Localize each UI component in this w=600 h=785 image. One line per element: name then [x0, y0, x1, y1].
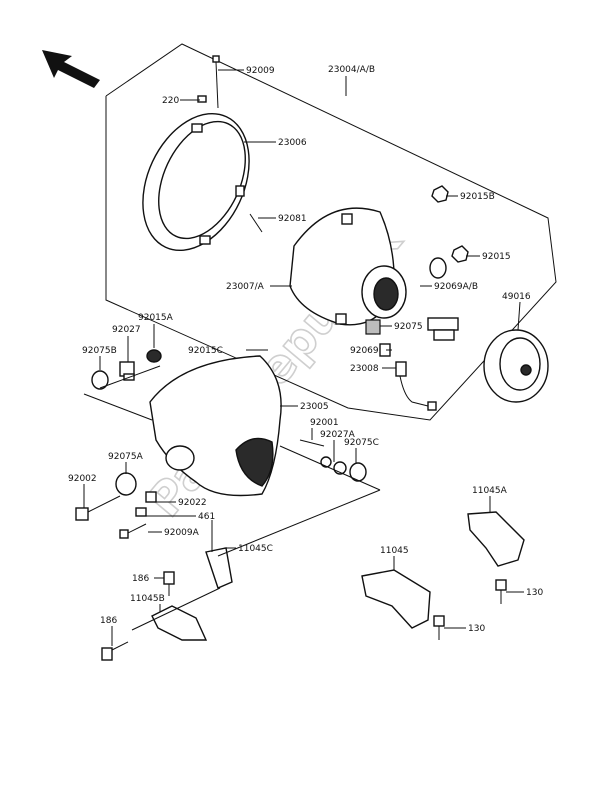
- wire-harness: [395, 361, 437, 411]
- callout-92027A: 92027A: [320, 430, 356, 440]
- headlight-housing: [149, 355, 282, 497]
- bolt-186-lower: [101, 641, 129, 661]
- bracket-11045A: [467, 511, 525, 567]
- callout-11045: 11045: [380, 546, 409, 556]
- nut-92015: [451, 245, 469, 263]
- callout-92015B: 92015B: [460, 192, 495, 202]
- callout-92075B: 92075B: [82, 346, 117, 356]
- bolt-92009A: [119, 523, 147, 539]
- callout-23008: 23008: [350, 364, 379, 374]
- assembly-lines: [83, 365, 381, 631]
- callout-92015C: 92015C: [188, 346, 223, 356]
- callout-11045C: 11045C: [238, 544, 273, 554]
- screw-220: [197, 95, 207, 103]
- headlight-bulb: [427, 257, 459, 341]
- callout-92075A: 92075A: [108, 452, 144, 462]
- callout-23004: 23004/A/B: [328, 65, 375, 75]
- callout-49016: 49016: [502, 292, 531, 302]
- nut-92015B: [431, 185, 449, 203]
- callout-92022: 92022: [178, 498, 207, 508]
- callout-220: 220: [162, 96, 179, 106]
- callout-130-right: 130: [526, 588, 543, 598]
- washer-92075B: [91, 370, 109, 390]
- bolt-130-right: [495, 579, 507, 604]
- callout-92015A: 92015A: [138, 313, 174, 323]
- callout-92009A: 92009A: [164, 528, 200, 538]
- bracket-11045C: [205, 547, 233, 589]
- callout-92069AB: 92069A/B: [434, 282, 478, 292]
- callout-labels: 92009 220 23004/A/B 23006 92081 92015B 9…: [68, 65, 543, 634]
- callout-11045B: 11045B: [130, 594, 165, 604]
- collar-92027: [119, 361, 135, 381]
- bracket-11045: [361, 569, 431, 629]
- dust-cover: [483, 329, 549, 403]
- bolt-130-lower: [433, 615, 445, 640]
- callout-23007: 23007/A: [226, 282, 265, 292]
- screw-92081: [249, 213, 263, 233]
- headlight-rim: [142, 112, 250, 252]
- nut-92015A: [146, 349, 162, 363]
- washer-92001: [320, 456, 332, 468]
- callout-92075: 92075: [394, 322, 423, 332]
- bolt-92001: [299, 439, 325, 447]
- callout-11045A: 11045A: [472, 486, 508, 496]
- callout-92075C: 92075C: [344, 438, 379, 448]
- callout-92001: 92001: [310, 418, 339, 428]
- callout-92002: 92002: [68, 474, 97, 484]
- callout-130-lower: 130: [468, 624, 485, 634]
- callout-186-lower: 186: [100, 616, 117, 626]
- direction-arrow-icon: [42, 50, 100, 88]
- callout-23005: 23005: [300, 402, 329, 412]
- callout-186-upper: 186: [132, 574, 149, 584]
- washer-92022: [145, 491, 157, 503]
- spacer-461: [135, 507, 147, 517]
- callout-92009: 92009: [246, 66, 275, 76]
- callout-461: 461: [198, 512, 215, 522]
- damper-92075A: [115, 472, 137, 496]
- bolt-92002: [75, 495, 121, 521]
- bolt-186-upper: [163, 571, 175, 596]
- socket-92075: [365, 319, 381, 335]
- screw-92009: [212, 55, 220, 109]
- callout-92027: 92027: [112, 325, 141, 335]
- leader-lines: [83, 69, 524, 646]
- callout-92069: 92069: [350, 346, 379, 356]
- callout-92081: 92081: [278, 214, 307, 224]
- callout-23006: 23006: [278, 138, 307, 148]
- reflector-unit: [289, 207, 407, 326]
- damper-92075C: [349, 462, 367, 482]
- callout-92015: 92015: [482, 252, 511, 262]
